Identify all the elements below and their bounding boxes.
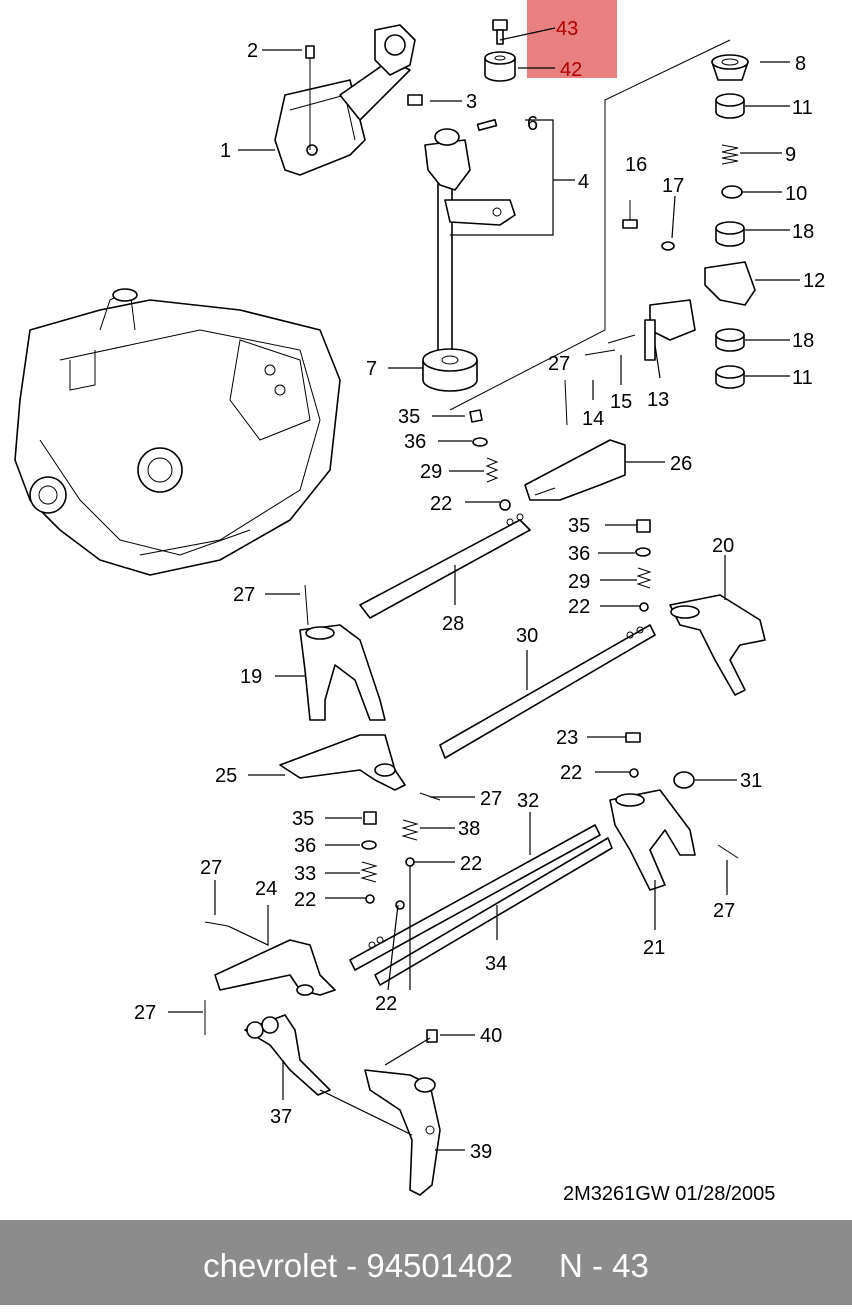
callout-12: 12 — [803, 270, 825, 292]
callout-14: 14 — [582, 408, 604, 430]
callout-27c: 27 — [480, 788, 502, 810]
callout-27d: 27 — [200, 857, 222, 879]
bracket-39 — [364, 1069, 441, 1196]
diagram-code: 2M3261GW 01/28/2005 — [563, 1183, 775, 1205]
callout-17: 17 — [662, 175, 684, 197]
callout-36b: 36 — [568, 543, 590, 565]
parts-diagram: 1 2 3 4 6 7 8 9 10 11 11 12 13 14 15 16 … — [14, 0, 825, 1205]
callout-8: 8 — [795, 53, 806, 75]
callout-22b: 22 — [568, 596, 590, 618]
shift-fork-26 — [524, 439, 626, 501]
callout-38: 38 — [458, 818, 480, 840]
callout-27e: 27 — [134, 1002, 156, 1024]
callout-15: 15 — [610, 391, 632, 413]
highlight-box — [527, 0, 617, 78]
callout-29a: 29 — [420, 461, 442, 483]
bolt-43 — [492, 19, 508, 45]
callout-30: 30 — [516, 625, 538, 647]
shift-shaft — [422, 118, 516, 392]
callout-42: 42 — [560, 59, 582, 81]
bushing-42 — [484, 51, 516, 82]
callout-18b: 18 — [792, 330, 814, 352]
callout-22d: 22 — [460, 853, 482, 875]
callout-40: 40 — [480, 1025, 502, 1047]
callout-31: 31 — [740, 770, 762, 792]
callout-11a: 11 — [792, 97, 813, 119]
shift-fork-20 — [669, 594, 766, 696]
callout-36a: 36 — [404, 431, 426, 453]
callout-9: 9 — [785, 144, 796, 166]
callout-2: 2 — [247, 40, 258, 62]
callout-26: 26 — [670, 453, 692, 475]
callout-23: 23 — [556, 727, 578, 749]
callout-28: 28 — [442, 613, 464, 635]
shift-rail-32-34 — [349, 824, 613, 986]
callout-22e: 22 — [294, 889, 316, 911]
callout-4: 4 — [578, 171, 589, 193]
callout-33: 33 — [294, 863, 316, 885]
callout-3: 3 — [466, 91, 477, 113]
callout-11b: 11 — [792, 367, 813, 389]
shift-rail-28 — [359, 513, 531, 619]
shift-rail-30 — [439, 624, 656, 759]
assembly-line — [449, 39, 731, 411]
callout-16: 16 — [625, 154, 647, 176]
lever-37 — [244, 1014, 331, 1096]
footer-bar: chevrolet - 94501402 N - 43 — [0, 1220, 852, 1305]
callout-25: 25 — [215, 765, 237, 787]
callout-35a: 35 — [398, 406, 420, 428]
shift-fork-21 — [609, 789, 696, 891]
callout-1: 1 — [220, 140, 231, 162]
callout-10: 10 — [785, 183, 807, 205]
callout-22c: 22 — [560, 762, 582, 784]
transmission-housing — [14, 288, 341, 576]
callout-29b: 29 — [568, 571, 590, 593]
shift-lever-bracket — [274, 24, 423, 176]
callout-19: 19 — [240, 666, 262, 688]
callout-27a: 27 — [548, 353, 570, 375]
callout-21: 21 — [643, 937, 665, 959]
callout-36c: 36 — [294, 835, 316, 857]
callout-7: 7 — [366, 358, 377, 380]
callout-35b: 35 — [568, 515, 590, 537]
callout-22f: 22 — [375, 993, 397, 1015]
callout-43: 43 — [556, 18, 578, 40]
leader-lines — [168, 27, 800, 1151]
callout-35c: 35 — [292, 808, 314, 830]
right-stack — [584, 54, 756, 389]
callout-6: 6 — [527, 113, 538, 135]
callout-39: 39 — [470, 1141, 492, 1163]
callout-32: 32 — [517, 790, 539, 812]
callout-20: 20 — [712, 535, 734, 557]
shift-fork-19 — [299, 624, 386, 721]
footer-text: chevrolet - 94501402 N - 43 — [203, 1247, 649, 1284]
callout-13: 13 — [647, 389, 669, 411]
shift-fork-25 — [279, 734, 406, 791]
shift-fork-24 — [214, 939, 336, 996]
small-parts — [204, 379, 739, 1043]
callout-18a: 18 — [792, 221, 814, 243]
callout-34: 34 — [485, 953, 507, 975]
callout-labels: 1 2 3 4 6 7 8 9 10 11 11 12 13 14 15 16 … — [134, 18, 825, 1205]
callout-24: 24 — [255, 878, 277, 900]
callout-22a: 22 — [430, 493, 452, 515]
callout-37: 37 — [270, 1106, 292, 1128]
callout-27f: 27 — [713, 900, 735, 922]
callout-27b: 27 — [233, 584, 255, 606]
